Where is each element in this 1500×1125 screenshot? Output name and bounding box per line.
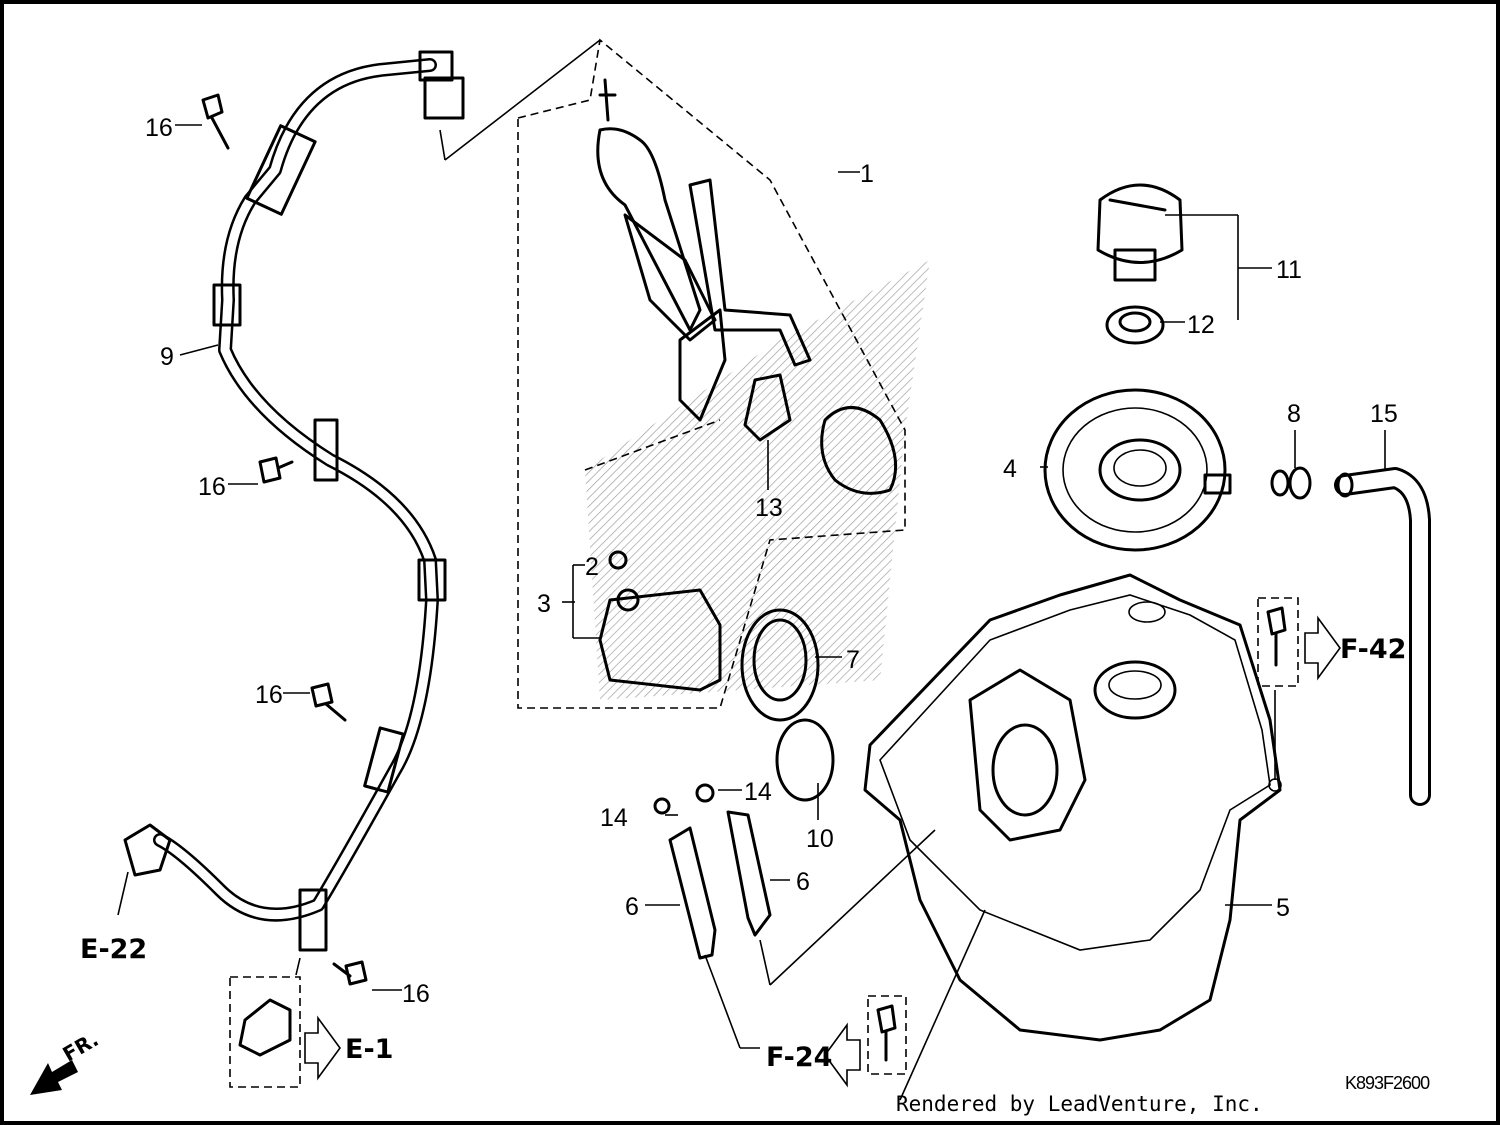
front-arrow-icon: [30, 1060, 78, 1095]
fuel-hose[interactable]: [123, 50, 465, 922]
callout-3: 3: [537, 590, 551, 618]
callout-5: 5: [1276, 894, 1290, 922]
leader-dash: [584, 419, 721, 471]
callout-10: 10: [806, 825, 834, 853]
fuel-cap[interactable]: [1096, 183, 1184, 282]
callout-15: 15: [1370, 400, 1398, 428]
callout-7: 7: [846, 646, 860, 674]
callout-16: 16: [402, 980, 430, 1008]
callout-2: 2: [585, 553, 599, 581]
detail-box-f24: [867, 995, 907, 1075]
hose-clamp: [245, 124, 405, 952]
cap-gasket[interactable]: [1105, 305, 1165, 345]
callout-4: 4: [1003, 455, 1017, 483]
callout-6: 6: [796, 868, 810, 896]
o-ring[interactable]: [775, 718, 835, 802]
callout-6: 6: [625, 893, 639, 921]
callout-11: 11: [1276, 256, 1302, 284]
callout-12: 12: [1187, 311, 1215, 339]
callout-1: 1: [860, 160, 874, 188]
bracket-detail: [238, 998, 292, 1057]
detail-box-e1: [229, 976, 301, 1088]
connector[interactable]: [1270, 466, 1312, 500]
drawing-code: K893F2600: [1345, 1073, 1430, 1093]
callout-9: 9: [160, 343, 174, 371]
packing-ring[interactable]: [740, 608, 820, 722]
ref-f24: F-24: [766, 1042, 832, 1073]
breather-tube[interactable]: [1334, 467, 1431, 806]
callout-16: 16: [198, 473, 226, 501]
hatched-shadow: [585, 260, 930, 700]
ref-e1: E-1: [345, 1034, 393, 1065]
fuel-tank[interactable]: [863, 573, 1282, 1042]
ref-e22: E-22: [80, 934, 147, 965]
fuel-pump-assembly[interactable]: [439, 38, 906, 709]
ref-f42: F-42: [1340, 634, 1406, 665]
callout-16: 16: [255, 681, 283, 709]
render-credit: Rendered by LeadVenture, Inc.: [896, 1092, 1263, 1116]
reference-arrow: [304, 615, 1341, 1088]
setting-plate[interactable]: [598, 550, 722, 692]
bolt: [201, 93, 368, 986]
detail-box-f42: [1257, 597, 1299, 687]
callout-13: 13: [755, 494, 783, 522]
callout-8: 8: [1287, 400, 1301, 428]
tank-cover[interactable]: [1043, 388, 1232, 552]
callout-14: 14: [744, 778, 772, 806]
ref-fr: FR.: [59, 1027, 103, 1066]
tank-bracket[interactable]: [653, 783, 772, 960]
callouts: 16 9 16 16 16 1 2 3 4 5 6 6 7 8 10 11 12…: [145, 114, 1398, 1008]
callout-16: 16: [145, 114, 173, 142]
leader-lines: [117, 124, 1386, 1101]
callout-14: 14: [600, 804, 628, 832]
